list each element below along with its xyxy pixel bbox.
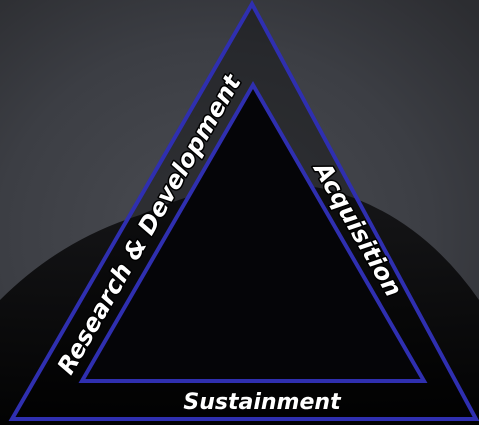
- label-sustainment: Sustainment: [183, 390, 342, 415]
- inner-triangle: [78, 81, 428, 383]
